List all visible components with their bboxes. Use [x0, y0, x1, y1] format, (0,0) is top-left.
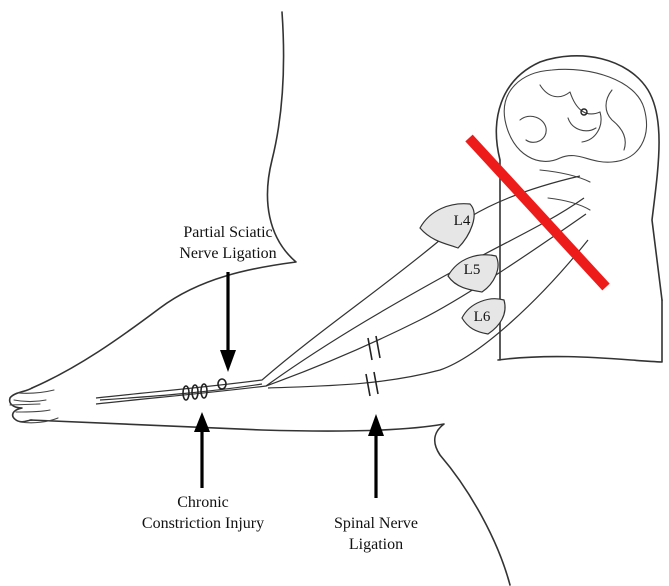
- partial-sciatic-label: Partial Sciatic Nerve Ligation: [148, 222, 308, 264]
- partial-sciatic-label-line1: Partial Sciatic: [148, 222, 308, 243]
- partial-sciatic-label-line2: Nerve Ligation: [148, 243, 308, 264]
- spinal-nerve-arrow: [368, 414, 384, 498]
- nerve-label-l4: L4: [448, 212, 476, 230]
- spinal-nerve-label-line2: Ligation: [316, 534, 436, 555]
- chronic-constriction-label: Chronic Constriction Injury: [118, 492, 288, 534]
- partial-sciatic-arrow: [220, 272, 236, 372]
- hindpaw: [10, 388, 58, 423]
- chronic-constriction-label-line2: Constriction Injury: [118, 513, 288, 534]
- sciatic-nerve: [96, 176, 588, 404]
- spinal-nerve-label-line1: Spinal Nerve: [316, 513, 436, 534]
- spinal-cord: [496, 56, 662, 360]
- spinal-nerve-label: Spinal Nerve Ligation: [316, 513, 436, 555]
- nerve-label-l6: L6: [468, 308, 496, 326]
- nerve-label-l5: L5: [458, 261, 486, 279]
- chronic-constriction-arrow: [194, 412, 210, 488]
- chronic-constriction-label-line1: Chronic: [118, 492, 288, 513]
